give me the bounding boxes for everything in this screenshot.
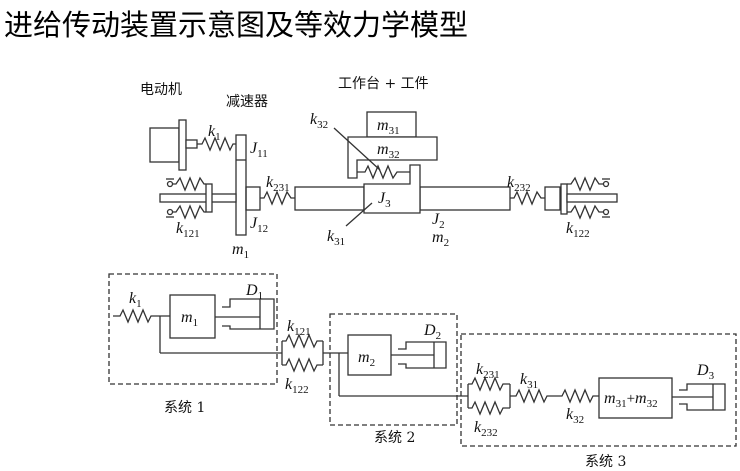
spring-k1 [197,136,236,152]
label-k122: k122 [566,220,590,240]
label-k1: k1 [208,123,221,143]
right-bearing-support [560,176,618,220]
model-mass-m1 [169,294,216,339]
label-k231: k231 [266,174,290,194]
system-2-boundary [329,313,458,426]
spring-k232 [510,190,545,206]
left-bearing-support [159,176,237,220]
model-label-k31: k31 [520,371,538,391]
reducer-gear [235,134,247,236]
model-label-m1: m1 [181,309,198,329]
equivalent-model: k1 m1 D1 系统 1 k121 k122 [108,273,737,470]
model-spring-k231 [468,376,510,392]
schematic: 电动机 减速器 工作台 + 工件 k1 J11 J12 m1 [140,76,618,261]
motor-label: 电动机 [140,82,182,98]
model-label-k231: k231 [476,361,500,381]
leader-k31 [345,202,373,227]
model-label-k1: k1 [129,290,142,310]
label-J11: J11 [250,140,268,160]
damper-D2 [391,341,447,369]
system-3-label: 系统 3 [585,454,626,470]
model-mass-m31-m32 [598,377,673,419]
spring-k231 [260,190,295,206]
label-J12: J12 [250,215,268,235]
system-1-label: 系统 1 [164,400,205,416]
model-label-D1: D1 [245,282,263,302]
model-label-m2: m2 [358,349,375,369]
model-label-k121: k121 [287,318,311,338]
label-k31: k31 [327,228,345,248]
mass-m31 [366,111,417,138]
label-m32: m32 [377,141,400,161]
model-spring-k122 [282,357,323,373]
damper-D3 [672,383,726,411]
model-mass-m2 [347,334,392,376]
worktable-label: 工作台 + 工件 [338,76,429,92]
coupling-2-3: k231 k232 [339,361,511,439]
nut-J3 [363,164,421,214]
system-2-label: 系统 2 [374,430,415,446]
model-spring-k121 [282,333,323,349]
label-J2: J2 [432,211,445,231]
system-3-boundary [460,333,737,447]
label-k121: k121 [176,220,200,240]
worktable-assembly [333,111,438,227]
system-3: k31 k32 m31+m32 D3 系统 3 [460,333,737,470]
model-label-k32: k32 [566,406,584,426]
model-spring-k232 [468,400,510,416]
model-label-D2: D2 [423,322,441,342]
model-spring-k31 [510,388,556,404]
label-m2: m2 [432,229,449,249]
damper-D1 [215,298,275,330]
model-label-m31-m32: m31+m32 [604,390,658,410]
label-k232: k232 [507,174,531,194]
model-label-D3: D3 [696,362,715,382]
label-m1: m1 [232,241,249,261]
model-spring-k1 [113,308,170,324]
motor-flange [178,119,187,171]
label-m31: m31 [377,117,400,137]
model-spring-k32 [556,388,599,404]
mass-m32 [347,136,438,179]
model-label-k232: k232 [474,419,498,439]
motor-body [149,127,180,163]
reducer-label: 减速器 [226,94,268,110]
label-J3: J3 [378,190,391,210]
system-1-boundary [108,273,278,385]
label-k32: k32 [310,111,328,131]
system-1: k1 m1 D1 系统 1 [108,273,278,416]
motor [149,119,198,171]
leader-k32 [333,127,381,171]
coupling-1-2: k121 k122 [160,318,348,396]
motor-shaft [185,139,198,149]
spring-k32 [357,164,410,180]
model-label-k122: k122 [285,376,309,396]
system-2: m2 D2 系统 2 [329,313,458,446]
figure-title: 进给传动装置示意图及等效力学模型 [4,8,469,42]
